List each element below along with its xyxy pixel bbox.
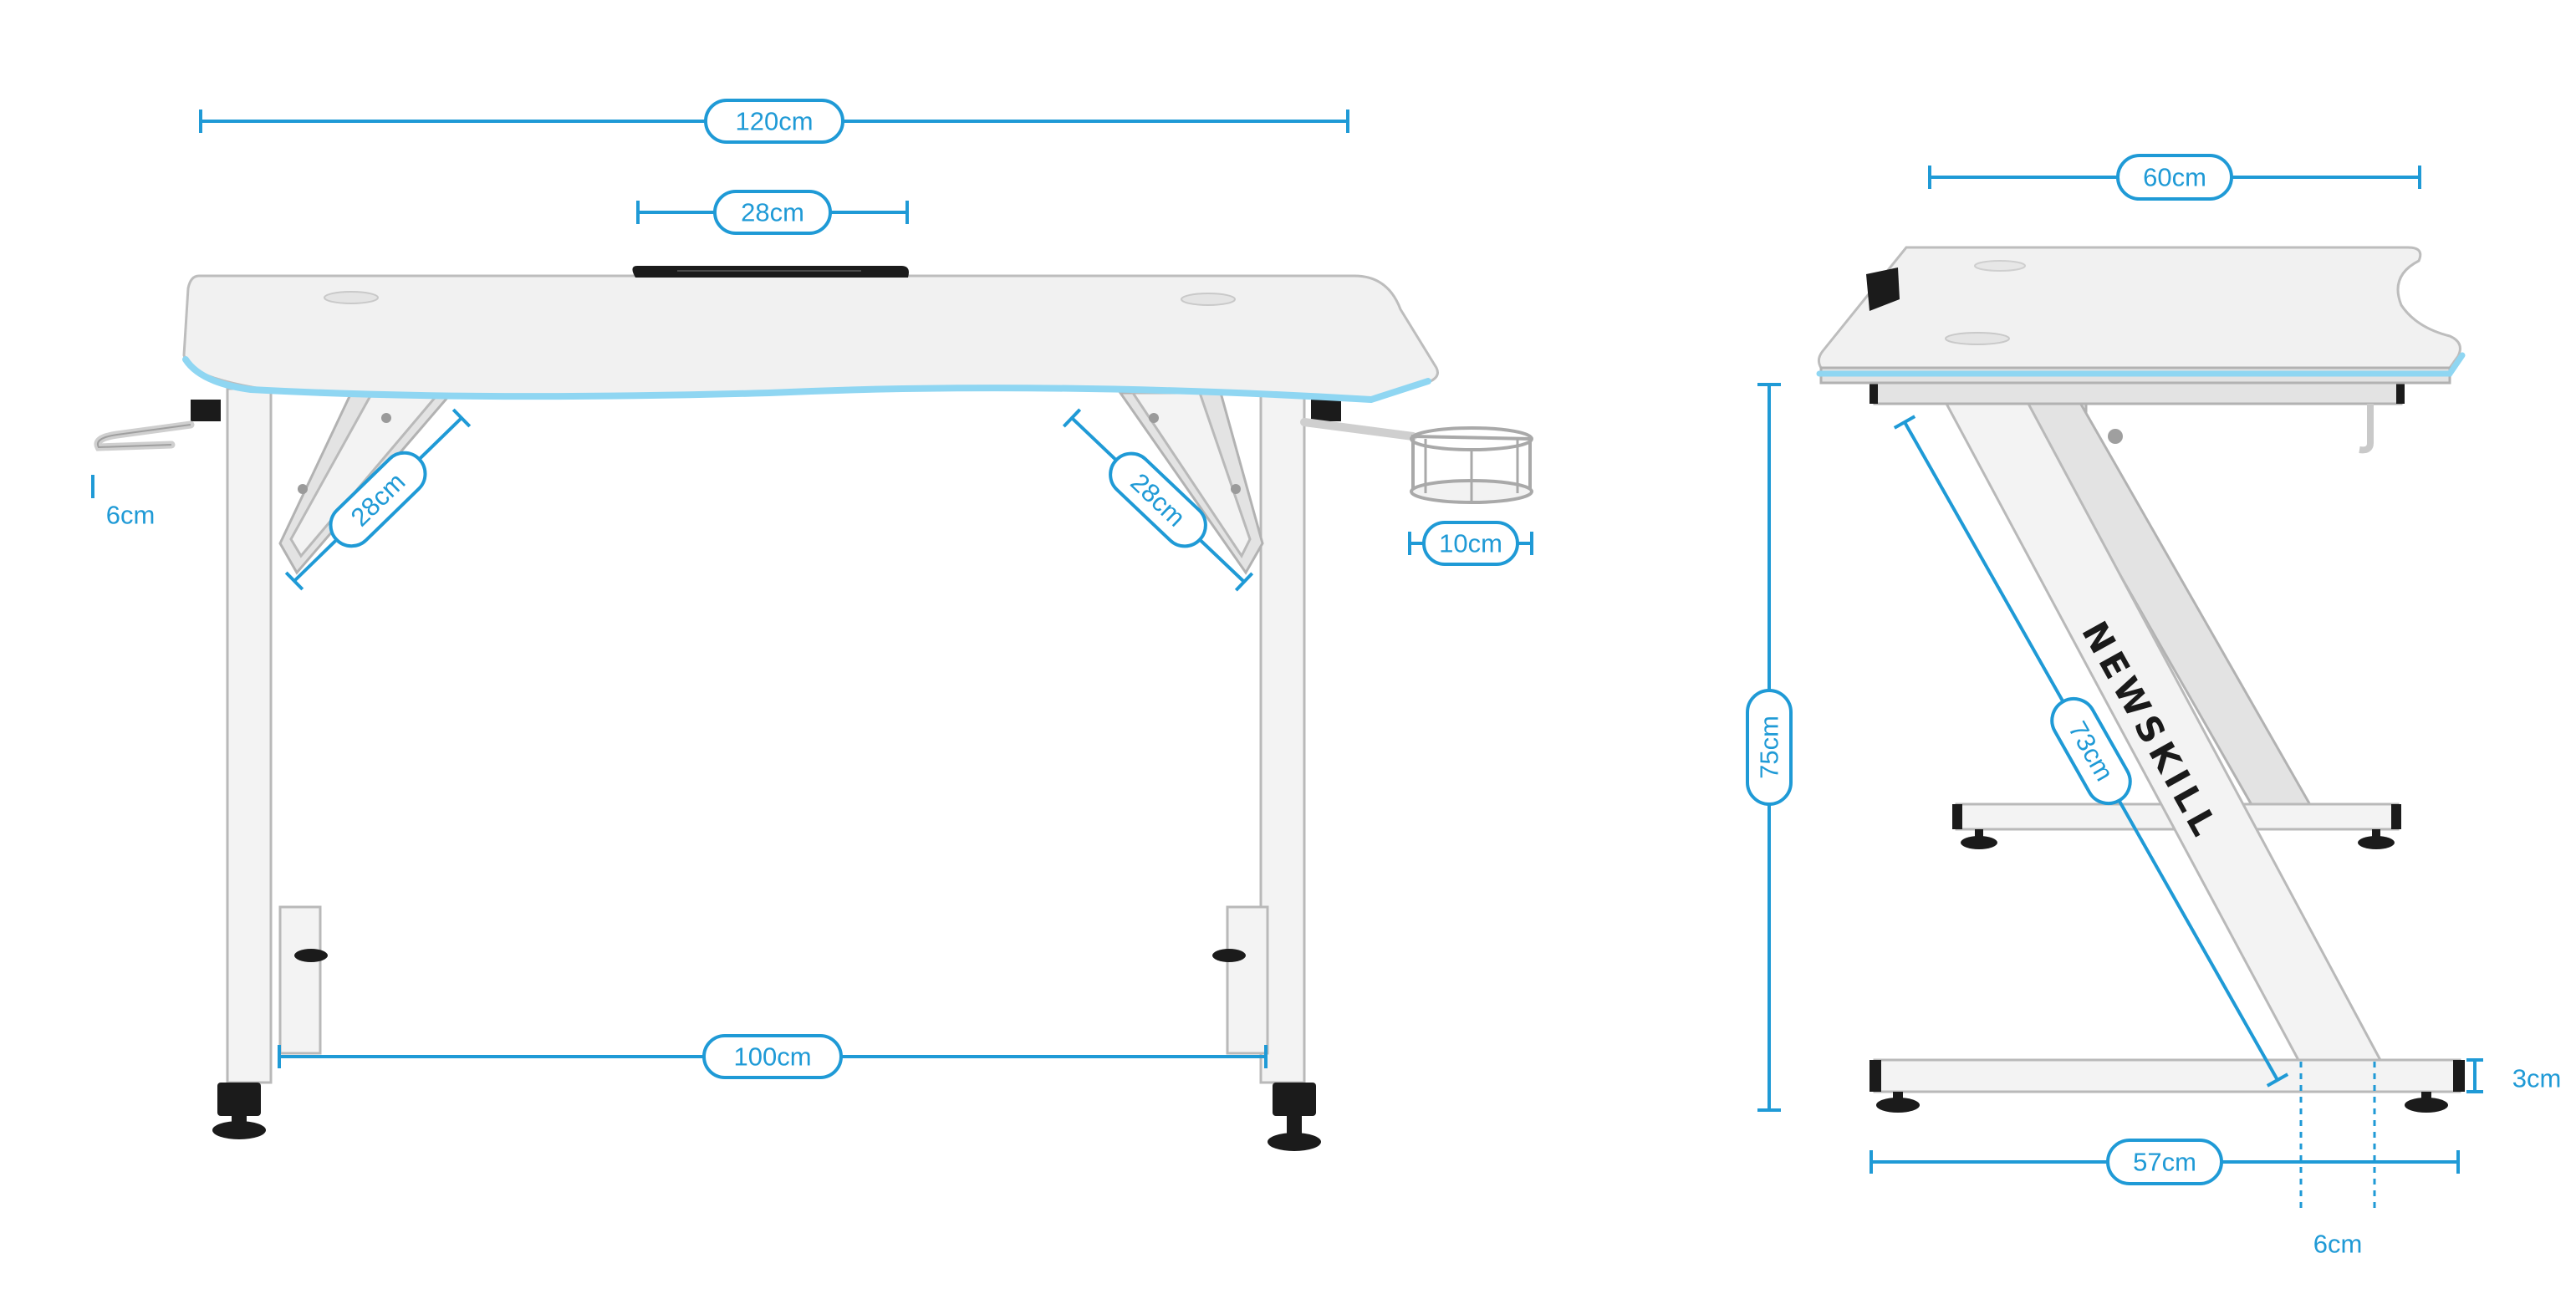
dim-brace-left-tick-start: [284, 571, 304, 591]
dim-brace-right-tick-start: [1062, 408, 1082, 428]
dim-leg-width-label: 6cm: [2313, 1230, 2363, 1259]
headphone-hook: [94, 400, 221, 451]
front-grommet-left: [324, 291, 379, 304]
front-view-desk: [94, 266, 1533, 1151]
dim-depth-top-pill: 60cm: [2116, 154, 2233, 201]
dim-depth-top-label: 60cm: [2143, 163, 2206, 192]
side-led-strip: [1816, 352, 2466, 377]
dim-height-total: 75cm: [1746, 383, 1793, 1112]
dim-width-total-label: 120cm: [735, 107, 813, 136]
cup-holder: [1300, 400, 1533, 504]
dim-height-total-label: 75cm: [1755, 716, 1784, 779]
dim-leg-span: 100cm: [278, 1034, 1268, 1079]
dim-leg-span-label: 100cm: [733, 1042, 811, 1072]
front-right-end-cap: [1273, 1083, 1316, 1116]
dim-brace-right-tick-end: [1234, 572, 1254, 592]
front-left-leveler-stem: [232, 1116, 247, 1128]
dim-base-length: 57cm: [1870, 1139, 2460, 1185]
front-right-leveler-stem: [1287, 1116, 1302, 1139]
dim-base-length-pill: 57cm: [2106, 1139, 2223, 1185]
dim-cup-holder-label: 10cm: [1439, 529, 1502, 558]
front-left-end-cap: [217, 1083, 261, 1116]
dim-cable-tray-pill: 28cm: [713, 190, 832, 235]
front-left-leveler: [212, 1121, 266, 1139]
dim-cable-tray-label: 28cm: [741, 198, 804, 227]
dim-foot-height-label: 3cm: [2512, 1064, 2562, 1093]
side-cable-tray: [1866, 267, 1900, 311]
front-led-strip: [182, 356, 1431, 404]
dim-base-length-label: 57cm: [2133, 1148, 2196, 1177]
dim-width-total: 120cm: [199, 99, 1349, 144]
side-lower-base: [1873, 1058, 2461, 1093]
dim-brace-left: 28cm: [284, 408, 472, 591]
dim-cable-tray: 28cm: [636, 190, 909, 235]
dim-cup-holder: 10cm: [1408, 521, 1533, 566]
side-view-desk: NEWSKILL: [1816, 246, 2466, 1113]
front-left-back-leveler: [294, 949, 328, 962]
front-right-back-leveler: [1212, 949, 1246, 962]
dim-depth-top: 60cm: [1928, 154, 2421, 201]
dim-leg-span-pill: 100cm: [702, 1034, 843, 1079]
dim-leg-diagonal-tick-start: [1893, 415, 1916, 430]
front-left-leg: [226, 387, 273, 1084]
dim-headphone-hook-label: 6cm: [106, 501, 156, 530]
front-left-foot-post: [278, 905, 322, 1055]
front-right-leveler: [1268, 1133, 1321, 1151]
dim-brace-left-tick-end: [451, 408, 472, 428]
side-desk-top: [1817, 246, 2461, 369]
dim-cup-holder-pill: 10cm: [1422, 521, 1519, 566]
dim-width-total-pill: 120cm: [704, 99, 844, 144]
front-grommet-right: [1181, 293, 1236, 306]
dim-leg-diagonal-tick-end: [2266, 1072, 2289, 1088]
dim-height-total-pill: 75cm: [1746, 689, 1793, 806]
front-right-foot-post: [1226, 905, 1269, 1055]
